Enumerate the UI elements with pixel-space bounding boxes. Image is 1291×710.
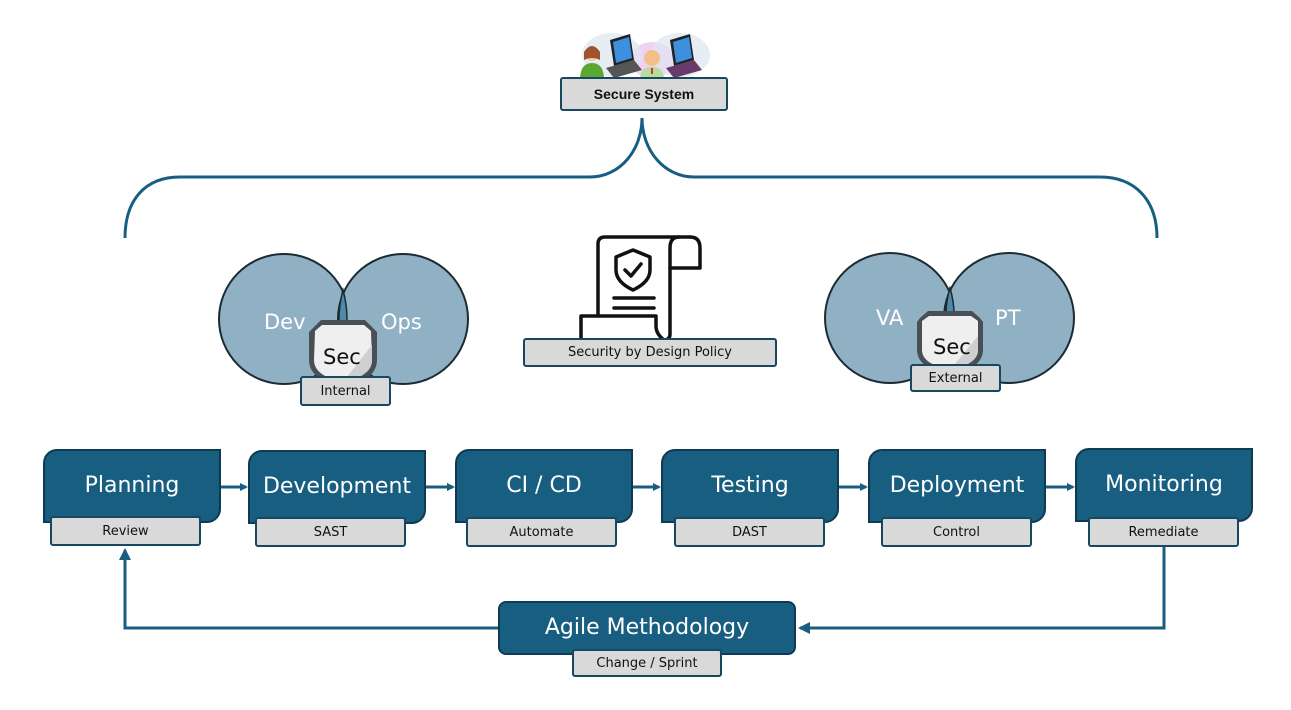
users-with-laptops-icon (580, 33, 710, 80)
step-planning: Planning (43, 449, 221, 523)
arrow-agile-planning (119, 548, 498, 630)
sec-label-internal: Sec (323, 345, 361, 369)
step-sub-control: Control (881, 517, 1032, 547)
step-cicd: CI / CD (455, 449, 633, 523)
brace (123, 117, 1159, 239)
shield-icon (917, 311, 983, 376)
secure-system-label: Secure System (560, 77, 728, 111)
vapt-venn (824, 252, 1075, 384)
step-sub-remediate: Remediate (1088, 517, 1239, 547)
step-testing: Testing (661, 449, 839, 523)
step-sub-dast: DAST (674, 517, 825, 547)
change-sprint-label: Change / Sprint (572, 649, 722, 677)
security-by-design-label: Security by Design Policy (523, 338, 777, 367)
policy-scroll-shield-icon (579, 235, 702, 342)
step-title: Monitoring (1105, 472, 1223, 497)
step-title: Deployment (889, 473, 1025, 498)
agile-methodology-box: Agile Methodology (498, 601, 796, 655)
internal-label: Internal (300, 376, 391, 406)
step-title: Testing (711, 473, 789, 498)
step-sub-review: Review (50, 516, 201, 546)
arrow-monitoring-agile (798, 546, 1166, 634)
shield-icon (309, 320, 377, 388)
step-monitoring: Monitoring (1075, 448, 1253, 522)
step-title: Development (262, 474, 412, 499)
step-title: Planning (84, 473, 180, 498)
va-label: VA (876, 306, 904, 330)
devops-venn (218, 253, 469, 388)
step-title: CI / CD (506, 473, 582, 498)
ops-label: Ops (381, 310, 422, 334)
step-sub-sast: SAST (255, 517, 406, 547)
step-deployment: Deployment (868, 449, 1046, 523)
dev-label: Dev (264, 310, 306, 334)
external-label: External (910, 364, 1001, 392)
sec-label-external: Sec (933, 335, 971, 359)
step-sub-automate: Automate (466, 517, 617, 547)
agile-title: Agile Methodology (544, 615, 750, 640)
pt-label: PT (995, 306, 1021, 330)
step-development: Development (248, 450, 426, 524)
